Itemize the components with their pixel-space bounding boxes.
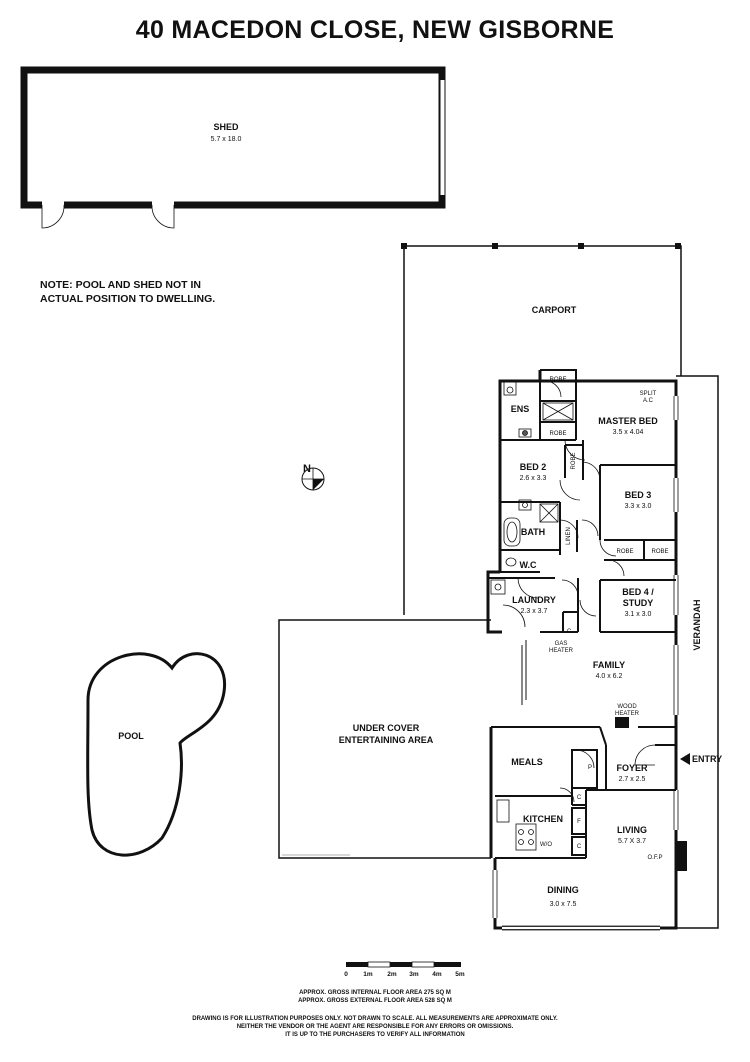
- entry-arrow-icon: [680, 753, 690, 765]
- plan-note: NOTE: POOL AND SHED NOT IN ACTUAL POSITI…: [40, 278, 215, 306]
- cupboard-label-2: C: [577, 844, 582, 850]
- bed3-dims: 3.3 x 3.0: [625, 503, 652, 510]
- living-label: LIVING: [617, 825, 647, 835]
- bed4-dims: 3.1 x 3.0: [625, 611, 652, 618]
- shed-dims: 5.7 x 18.0: [211, 136, 242, 143]
- entertaining-label-1: UNDER COVER: [353, 723, 420, 733]
- dining-dims: 3.0 x 7.5: [550, 901, 577, 908]
- robe-top-label: ROBE: [549, 377, 566, 383]
- linen-label: LINEN: [566, 527, 572, 545]
- living-dims: 5.7 X 3.7: [618, 838, 646, 845]
- bed2-label: BED 2: [520, 462, 547, 472]
- carport-label: CARPORT: [532, 305, 577, 315]
- disclaimer-line-2: NEITHER THE VENDOR OR THE AGENT ARE RESP…: [236, 1024, 514, 1030]
- ens-label: ENS: [511, 404, 530, 414]
- laundry-dims: 2.3 x 3.7: [521, 608, 548, 615]
- wood-heater-label-1: WOOD: [617, 704, 637, 710]
- shed-door-right: [151, 204, 175, 229]
- ofp-label: O.F.P: [647, 855, 662, 861]
- internal-area: APPROX. GROSS INTERNAL FLOOR AREA 275 SQ…: [299, 990, 451, 996]
- scale-tick-3: 3m: [409, 971, 419, 978]
- carport-outline: [403, 245, 682, 615]
- north-compass-icon: N: [301, 463, 325, 491]
- robe-bed2-label: ROBE: [571, 452, 577, 469]
- split-ac-label-2: A.C: [643, 398, 654, 404]
- wo-label: W/O: [540, 842, 552, 848]
- verandah: VERANDAH: [676, 375, 719, 929]
- wood-heater-label-2: HEATER: [615, 711, 640, 717]
- scale-tick-0: 0: [344, 971, 348, 978]
- pantry-label: P: [588, 765, 592, 771]
- robe-bed3b-label: ROBE: [651, 549, 668, 555]
- scale-tick-4: 4m: [432, 971, 442, 978]
- note-line-1: NOTE: POOL AND SHED NOT IN: [40, 279, 202, 291]
- entertaining-area: UNDER COVER ENTERTAINING AREA: [278, 619, 491, 859]
- dining-label: DINING: [547, 885, 579, 895]
- scale-bar: 0 1m 2m 3m 4m 5m: [344, 961, 465, 978]
- robe-bed3a-label: ROBE: [616, 549, 633, 555]
- split-ac-label-1: SPLIT: [640, 391, 657, 397]
- kitchen-label: KITCHEN: [523, 814, 563, 824]
- cupboard-label-1: C: [577, 795, 582, 801]
- verandah-label: VERANDAH: [692, 599, 702, 650]
- gas-heater-label-2: HEATER: [549, 648, 574, 654]
- area-summary: APPROX. GROSS INTERNAL FLOOR AREA 275 SQ…: [0, 989, 750, 1005]
- wc-label: W.C: [520, 560, 537, 570]
- scale-tick-2: 2m: [387, 971, 397, 978]
- master-bed-label: MASTER BED: [598, 416, 658, 426]
- interior-walls: [488, 381, 687, 871]
- note-line-2: ACTUAL POSITION TO DWELLING.: [40, 293, 216, 305]
- house-walls: [486, 369, 679, 931]
- compass-letter: N: [303, 463, 311, 475]
- laundry-label: LAUNDRY: [512, 595, 556, 605]
- master-bed-dims: 3.5 x 4.04: [613, 429, 644, 436]
- page-title: 40 MACEDON CLOSE, NEW GISBORNE: [135, 16, 615, 44]
- bed2-dims: 2.6 x 3.3: [520, 475, 547, 482]
- fridge-label: F: [577, 819, 581, 825]
- shed: SHED 5.7 x 18.0: [20, 66, 446, 229]
- bed4-label-2: STUDY: [623, 598, 654, 608]
- entertaining-label-2: ENTERTAINING AREA: [339, 735, 434, 745]
- scale-tick-5: 5m: [455, 971, 465, 978]
- family-label: FAMILY: [593, 660, 625, 670]
- shed-label: SHED: [213, 122, 239, 132]
- shed-door-left: [41, 204, 65, 229]
- disclaimer-line-1: DRAWING IS FOR ILLUSTRATION PURPOSES ONL…: [192, 1016, 558, 1022]
- foyer-dims: 2.7 x 2.5: [619, 776, 646, 783]
- bed3-label: BED 3: [625, 490, 652, 500]
- family-dims: 4.0 x 6.2: [596, 673, 623, 680]
- external-area: APPROX. GROSS EXTERNAL FLOOR AREA 528 SQ…: [298, 998, 452, 1004]
- robe-mid-label: ROBE: [549, 431, 566, 437]
- entry-marker: ENTRY: [680, 753, 722, 765]
- pool-outline: [86, 652, 227, 857]
- disclaimer-line-3: IT IS UP TO THE PURCHASERS TO VERIFY ALL…: [285, 1032, 465, 1038]
- scale-tick-1: 1m: [363, 971, 373, 978]
- fixtures: [490, 380, 574, 851]
- pool-label: POOL: [118, 731, 144, 741]
- bath-label: BATH: [521, 527, 545, 537]
- gas-heater-label-1: GAS: [555, 641, 568, 647]
- pool: POOL: [86, 652, 227, 857]
- cupboard-label-3: C: [567, 629, 572, 635]
- carport: CARPORT: [401, 243, 682, 615]
- foyer-label: FOYER: [616, 763, 648, 773]
- door-swings: [502, 380, 656, 803]
- room-labels: ROBE ROBE SPLIT A.C ENS MASTER BED 3.5 x…: [511, 377, 669, 908]
- meals-label: MEALS: [511, 757, 543, 767]
- entry-label: ENTRY: [692, 754, 722, 764]
- bed4-label-1: BED 4 /: [622, 587, 654, 597]
- disclaimer: DRAWING IS FOR ILLUSTRATION PURPOSES ONL…: [0, 1015, 750, 1039]
